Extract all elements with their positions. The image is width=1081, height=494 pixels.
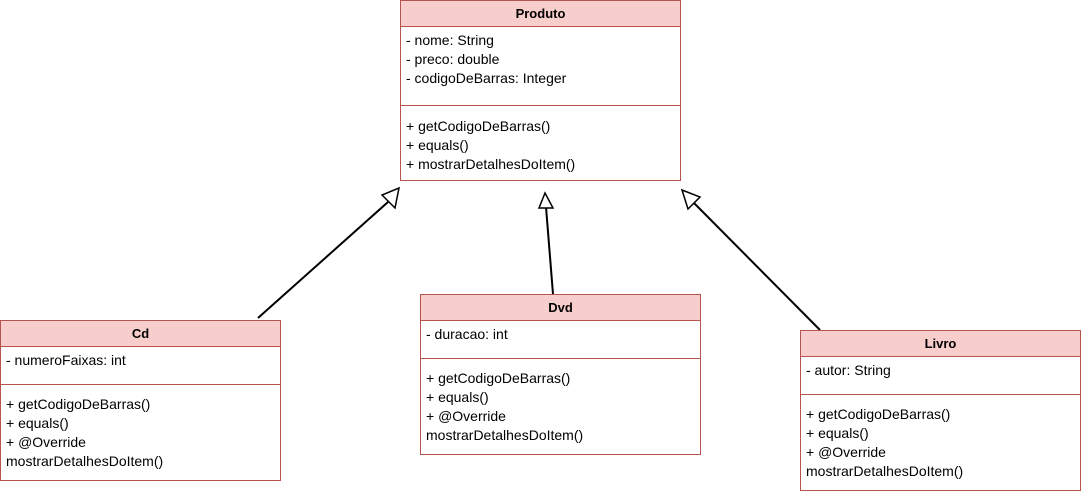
methods-section: + getCodigoDeBarras() + equals() + @Over… bbox=[421, 359, 700, 454]
hollow-arrowhead bbox=[680, 188, 702, 211]
method[interactable]: + @Override bbox=[6, 434, 86, 450]
class-produto[interactable]: Produto - nome: String - preco: double -… bbox=[400, 0, 681, 181]
method[interactable]: + equals() bbox=[426, 389, 489, 405]
inheritance-dvd-to-produto[interactable] bbox=[537, 191, 555, 295]
method[interactable]: + equals() bbox=[6, 415, 69, 431]
attribute[interactable]: - duracao: int bbox=[426, 326, 508, 342]
attribute[interactable]: - codigoDeBarras: Integer bbox=[406, 70, 567, 86]
hollow-arrowhead bbox=[537, 191, 555, 209]
attributes-section: - numeroFaixas: int bbox=[1, 347, 280, 385]
class-name[interactable]: Dvd bbox=[421, 295, 700, 321]
method[interactable]: + @Override bbox=[426, 408, 506, 424]
class-name[interactable]: Livro bbox=[801, 331, 1080, 357]
attributes-section: - duracao: int bbox=[421, 321, 700, 359]
method[interactable]: + getCodigoDeBarras() bbox=[426, 370, 571, 386]
method[interactable]: + getCodigoDeBarras() bbox=[406, 118, 551, 134]
method[interactable]: + equals() bbox=[806, 425, 869, 441]
method[interactable]: + getCodigoDeBarras() bbox=[806, 406, 951, 422]
attributes-section: - nome: String - preco: double - codigoD… bbox=[401, 27, 680, 106]
methods-section: + getCodigoDeBarras() + equals() + mostr… bbox=[401, 106, 680, 180]
inheritance-cd-to-produto[interactable] bbox=[257, 186, 401, 319]
methods-section: + getCodigoDeBarras() + equals() + @Over… bbox=[1, 385, 280, 480]
method[interactable]: mostrarDetalhesDoItem() bbox=[806, 463, 964, 479]
method[interactable]: mostrarDetalhesDoItem() bbox=[426, 427, 584, 443]
method[interactable]: + getCodigoDeBarras() bbox=[6, 396, 151, 412]
class-cd[interactable]: Cd - numeroFaixas: int + getCodigoDeBarr… bbox=[0, 320, 281, 481]
attributes-section: - autor: String bbox=[801, 357, 1080, 395]
class-name[interactable]: Cd bbox=[1, 321, 280, 347]
method[interactable]: + equals() bbox=[406, 137, 469, 153]
connector-line bbox=[257, 201, 389, 319]
attribute[interactable]: - nome: String bbox=[406, 32, 494, 48]
connector-line bbox=[545, 206, 554, 295]
hollow-arrowhead bbox=[380, 186, 401, 210]
methods-section: + getCodigoDeBarras() + equals() + @Over… bbox=[801, 395, 1080, 490]
attribute[interactable]: - autor: String bbox=[806, 362, 891, 378]
method[interactable]: + @Override bbox=[806, 444, 886, 460]
attribute[interactable]: - preco: double bbox=[406, 51, 500, 67]
connector-line bbox=[693, 202, 821, 331]
method[interactable]: + mostrarDetalhesDoItem() bbox=[406, 156, 576, 172]
attribute[interactable]: - numeroFaixas: int bbox=[6, 352, 126, 368]
class-dvd[interactable]: Dvd - duracao: int + getCodigoDeBarras()… bbox=[420, 294, 701, 455]
class-name[interactable]: Produto bbox=[401, 1, 680, 27]
method[interactable]: mostrarDetalhesDoItem() bbox=[6, 453, 164, 469]
inheritance-livro-to-produto[interactable] bbox=[680, 188, 821, 331]
class-livro[interactable]: Livro - autor: String + getCodigoDeBarra… bbox=[800, 330, 1081, 491]
